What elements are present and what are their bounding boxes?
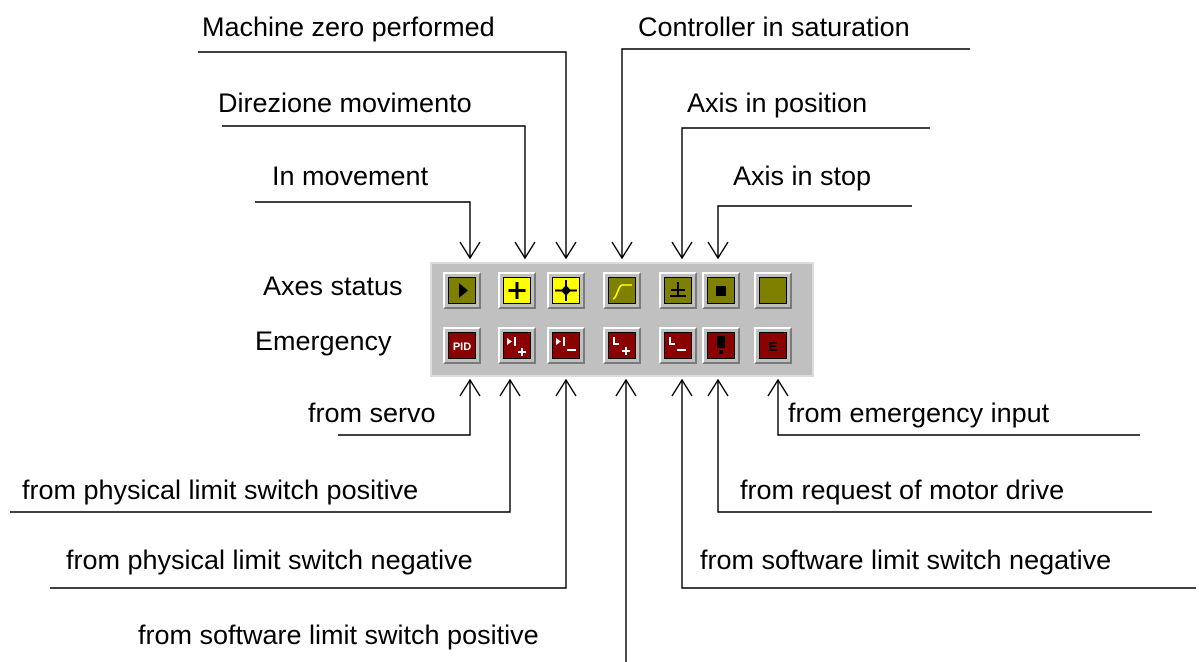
leader-direction — [222, 125, 526, 258]
leader-from-servo — [338, 380, 471, 436]
arrow-sw-limit-pos — [615, 378, 637, 397]
leader-axis-in-position — [681, 127, 930, 258]
arrow-controller-saturation — [611, 241, 633, 260]
status-axis-in-position[interactable] — [659, 272, 697, 309]
motor-drive-request-icon — [717, 336, 725, 354]
plus-icon — [508, 282, 526, 299]
leader-motor-drive — [717, 380, 1152, 513]
leader-phys-limit-neg — [50, 380, 567, 589]
label-axis-in-position: Axis in position — [687, 88, 868, 118]
label-direction: Direzione movimento — [218, 88, 472, 118]
status-controller-saturation[interactable] — [603, 272, 641, 309]
arrow-direction — [514, 241, 536, 260]
emergency-face — [448, 332, 476, 359]
leader-sw-limit-neg — [681, 380, 1196, 589]
emergency-face — [503, 332, 531, 359]
emergency-input[interactable]: E — [754, 327, 792, 364]
leader-phys-limit-pos — [10, 380, 511, 513]
label-phys-limit-pos: from physical limit switch positive — [22, 475, 419, 505]
arrow-in-movement — [459, 241, 481, 260]
emergency-face — [552, 332, 580, 359]
saturation-curve-icon — [612, 284, 632, 300]
crosshair-icon — [555, 280, 577, 301]
status-axis-in-stop[interactable] — [702, 272, 740, 309]
emergency-input-icon: E — [769, 339, 778, 354]
label-sw-limit-pos: from software limit switch positive — [138, 620, 539, 650]
pid-icon: PID — [453, 341, 471, 353]
emergency-sw-limit-neg[interactable] — [659, 327, 697, 364]
arrow-machine-zero — [555, 241, 577, 260]
emergency-from-servo[interactable]: PID — [443, 327, 481, 364]
emergency-face — [664, 332, 692, 359]
status-face — [608, 277, 636, 304]
status-direction[interactable] — [498, 272, 536, 309]
label-emergency: Emergency — [255, 326, 392, 356]
in-position-icon — [670, 282, 686, 297]
label-machine-zero: Machine zero performed — [202, 12, 495, 42]
sw-limit-negative-icon — [669, 337, 686, 351]
label-phys-limit-neg: from physical limit switch negative — [66, 545, 473, 575]
arrow-sw-limit-neg — [671, 378, 693, 397]
emergency-motor-drive[interactable] — [702, 327, 740, 364]
label-axes-status: Axes status — [263, 271, 403, 301]
label-in-movement: In movement — [272, 161, 429, 191]
arrow-phys-limit-pos — [499, 378, 521, 397]
leader-in-movement — [255, 201, 471, 258]
play-icon — [459, 283, 468, 298]
stop-square-icon — [716, 286, 726, 296]
arrow-from-servo — [459, 378, 481, 397]
emergency-face — [608, 332, 636, 359]
pid-text: PID — [453, 341, 471, 353]
emergency-phys-limit-pos[interactable] — [498, 327, 536, 364]
emergency-face — [759, 332, 787, 359]
status-spare[interactable] — [754, 272, 792, 309]
arrow-motor-drive — [707, 378, 729, 397]
emergency-e-text: E — [769, 339, 778, 354]
status-machine-zero[interactable] — [547, 272, 585, 309]
sw-limit-positive-icon — [613, 337, 630, 355]
status-face — [503, 277, 531, 304]
status-in-movement[interactable] — [443, 272, 481, 309]
emergency-sw-limit-pos[interactable] — [603, 327, 641, 364]
leader-controller-saturation — [621, 48, 970, 258]
label-sw-limit-neg: from software limit switch negative — [700, 545, 1112, 575]
status-face — [759, 277, 787, 304]
emergency-phys-limit-neg[interactable] — [547, 327, 585, 364]
phys-limit-positive-icon — [507, 337, 526, 356]
label-axis-in-stop: Axis in stop — [733, 161, 872, 191]
phys-limit-negative-icon — [556, 337, 576, 351]
label-controller-saturation: Controller in saturation — [638, 12, 910, 42]
arrow-emergency-input — [767, 378, 789, 397]
arrow-axis-in-position — [671, 241, 693, 260]
label-from-emergency-input: from emergency input — [788, 398, 1050, 428]
axes-status-panel: PID — [430, 262, 814, 377]
leader-machine-zero — [198, 51, 567, 258]
arrow-axis-in-stop — [707, 241, 729, 260]
label-motor-drive: from request of motor drive — [740, 475, 1065, 505]
label-from-servo: from servo — [308, 398, 436, 428]
arrow-phys-limit-neg — [555, 378, 577, 397]
leader-emergency-input — [777, 380, 1140, 436]
leader-axis-in-stop — [717, 205, 912, 258]
